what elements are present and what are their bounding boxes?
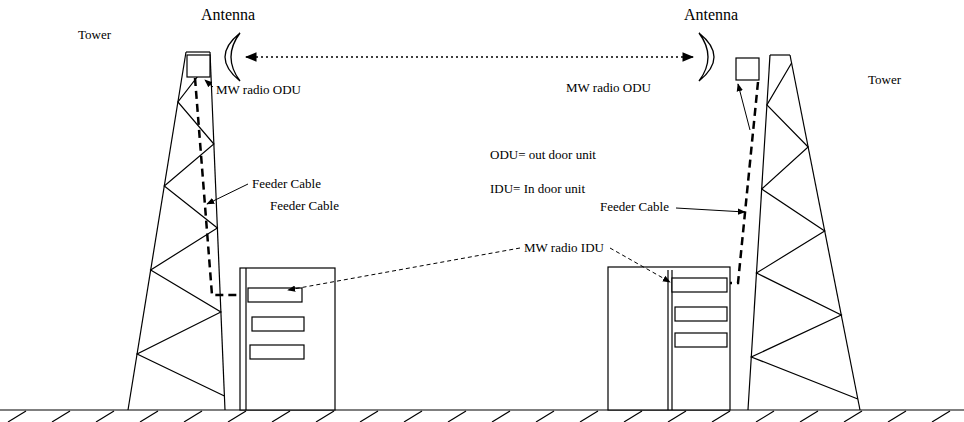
ground — [0, 410, 964, 422]
ground-hatch — [448, 411, 466, 422]
leader-line — [205, 80, 750, 290]
odu-box — [187, 55, 759, 80]
ground-hatch — [8, 411, 26, 422]
tower-lattice — [751, 63, 858, 399]
tower-structure — [128, 52, 860, 410]
dish-outline — [695, 32, 727, 82]
ground-hatch — [316, 411, 334, 422]
tower-label: Tower — [78, 27, 111, 42]
ground-hatch — [800, 411, 818, 422]
ground-hatch — [404, 411, 422, 422]
ground-hatch — [756, 411, 774, 422]
ground-hatch — [712, 411, 730, 422]
ground-hatch — [580, 411, 598, 422]
link-path — [246, 56, 693, 57]
tower-lattice — [137, 60, 224, 396]
ground-hatch — [668, 411, 686, 422]
ground-hatch — [228, 411, 246, 422]
odu-label: MW radio ODU — [566, 80, 651, 95]
ground-hatch — [844, 411, 862, 422]
feeder-cable — [195, 78, 758, 295]
ground-hatch — [360, 411, 378, 422]
antenna-dish: Antenna — [212, 32, 244, 82]
ground-hatch — [932, 411, 950, 422]
antenna-label: Antenna — [684, 6, 738, 24]
ground-hatch — [272, 411, 290, 422]
ground-hatch — [624, 411, 642, 422]
legend-note: ODU= out door unit — [490, 147, 596, 162]
antenna-dish: Antenna — [695, 32, 727, 82]
tower-label: Tower — [868, 72, 901, 87]
dish-shape — [225, 33, 240, 81]
ground-hatch — [888, 411, 906, 422]
ground-hatch — [96, 411, 114, 422]
idu-cabinet — [240, 267, 730, 410]
ground-hatch — [536, 411, 554, 422]
dish-shape — [699, 33, 714, 81]
idu-label: MW radio IDU — [524, 240, 604, 255]
antenna-label: Antenna — [201, 6, 255, 24]
feeder-label: Feeder Cable — [270, 198, 339, 213]
odu-label: MW radio ODU — [216, 82, 301, 97]
ground-hatch — [184, 411, 202, 422]
legend-note: IDU= In door unit — [490, 181, 585, 196]
feeder-label: Feeder Cable — [252, 176, 321, 191]
feeder-label: Feeder Cable — [600, 199, 669, 214]
ground-hatch — [140, 411, 158, 422]
ground-hatch — [52, 411, 70, 422]
ground-hatch — [492, 411, 510, 422]
dish-outline — [212, 32, 244, 82]
